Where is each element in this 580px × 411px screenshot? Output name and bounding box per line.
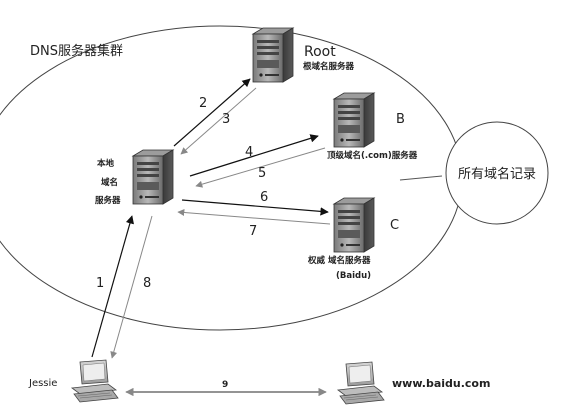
root-subtitle: 根域名服务器 — [303, 61, 355, 72]
step-label-5: 5 — [258, 166, 266, 181]
step-label-2: 2 — [199, 96, 207, 111]
arrow-step-7 — [177, 209, 331, 225]
step-label-1: 1 — [96, 276, 104, 291]
tld-letter: B — [396, 112, 405, 127]
records-label: 所有域名记录 — [458, 166, 536, 182]
local-label-line3: 服务器 — [95, 195, 121, 206]
baidu-client: www.baidu.com — [337, 361, 490, 405]
tld-label: 顶级域名(.com)服务器 — [327, 150, 418, 161]
arrow-step-1 — [91, 215, 134, 358]
local-dns-server: 本地 域名 服务器 — [95, 149, 174, 206]
jessie-label: Jessie — [28, 378, 57, 389]
step-label-8: 8 — [143, 276, 151, 291]
auth-sublabel: (Baidu) — [336, 271, 371, 281]
step-label-7: 7 — [249, 224, 257, 239]
local-label-line1: 本地 — [97, 158, 115, 169]
arrow-step-8 — [110, 215, 153, 359]
dns-cluster-boundary — [0, 25, 463, 331]
records-circle — [445, 121, 549, 225]
baidu-label: www.baidu.com — [392, 377, 490, 390]
arrow-step-5 — [195, 147, 326, 188]
auth-letter: C — [390, 218, 399, 233]
local-label-line2: 域名 — [101, 177, 118, 188]
arrow-step-6 — [181, 199, 329, 216]
auth-label: 权威 域名服务器 — [307, 255, 371, 266]
root-server: Root 根域名服务器 — [252, 27, 355, 83]
arrow-step-3 — [180, 87, 257, 155]
step-label-6: 6 — [260, 190, 268, 205]
step-label-4: 4 — [245, 145, 253, 160]
arrow-step-2 — [173, 78, 251, 147]
cluster-label: DNS服务器集群 — [30, 43, 123, 59]
arrow-step-4 — [189, 134, 319, 177]
authoritative-server: C 权威 域名服务器 (Baidu) — [307, 197, 399, 281]
step-label-9: 9 — [222, 380, 228, 390]
tld-server: B 顶级域名(.com)服务器 — [327, 92, 418, 161]
records-connector — [399, 175, 443, 181]
jessie-client: Jessie — [28, 359, 119, 403]
step-label-3: 3 — [222, 112, 230, 127]
root-title: Root — [304, 44, 336, 60]
